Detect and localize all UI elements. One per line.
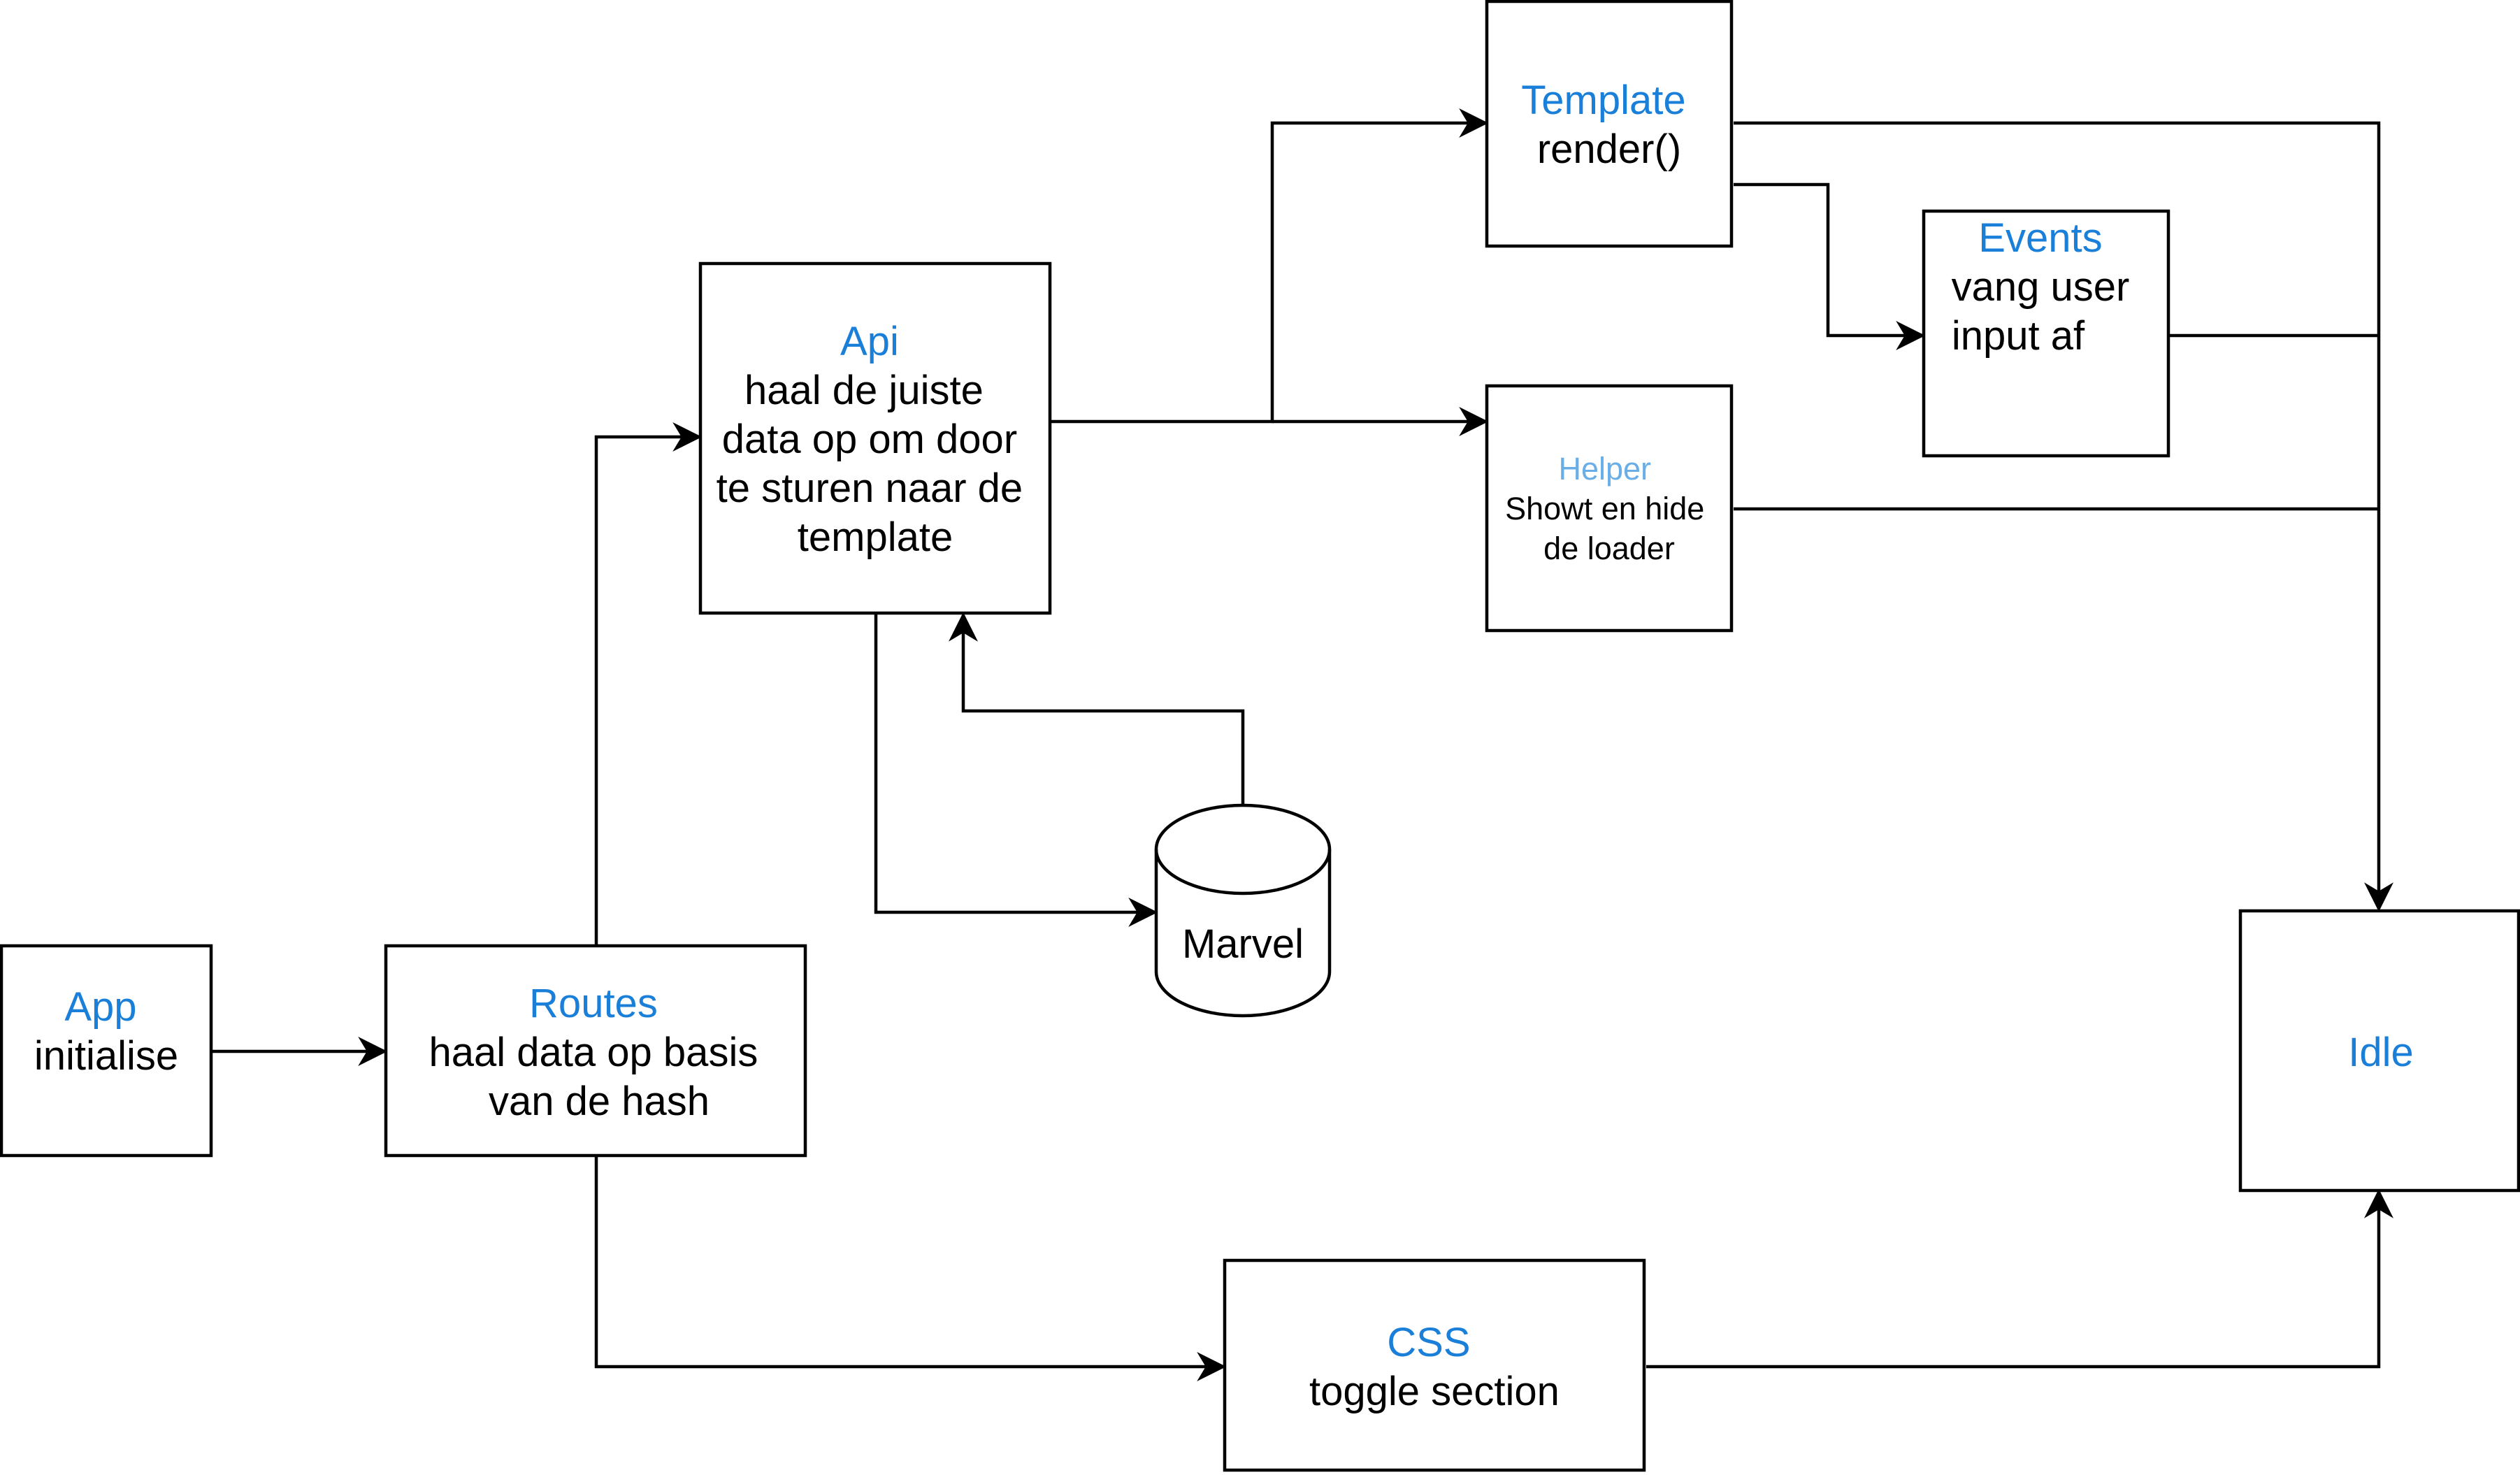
edge-routes-api [594, 422, 703, 945]
node-app-line-1: initialise [34, 1033, 178, 1079]
edge-marvel-api [949, 612, 1245, 805]
edge-css-idle [1646, 1188, 2393, 1369]
svg-text:Events vang user i: Events vang user input af [1952, 215, 2141, 359]
node-routes-line-1: haal data op basis [429, 1030, 758, 1075]
node-api: Api haal de juiste data op om door te st… [698, 261, 1052, 615]
svg-text:Routes haal data op basi: Routes haal data op basis van de hash [429, 981, 770, 1124]
node-events-line-1: vang user [1952, 264, 2130, 310]
edge-api-marvel [874, 614, 1158, 927]
node-api-line-3: te sturen naar de [717, 466, 1023, 511]
svg-text:Api haal de juiste: Api haal de juiste data op om door te st… [717, 319, 1035, 560]
node-app-title: App [64, 984, 136, 1030]
node-api-line-1: haal de juiste [744, 368, 984, 413]
edge-api-template [1051, 108, 1489, 424]
svg-text:CSS toggle section: CSS toggle section [1309, 1320, 1560, 1414]
node-app: App initialise [0, 944, 213, 1158]
node-api-line-2: data op om door [722, 417, 1017, 462]
node-template: Template render() [1485, 0, 1734, 248]
node-css-line-1: toggle section [1309, 1369, 1560, 1414]
node-events-title: Events [1978, 215, 2102, 261]
node-idle: Idle [2238, 909, 2520, 1193]
node-routes-title: Routes [529, 981, 658, 1026]
svg-text:Helper Showt en hide: Helper Showt en hide de loader [1505, 451, 1713, 566]
node-api-title: Api [840, 319, 899, 364]
svg-text:Idle: Idle [2348, 1030, 2414, 1075]
node-events-line-2: input af [1952, 313, 2085, 359]
node-helper-line-1: Showt en hide [1505, 491, 1704, 526]
edge-template-idle [1734, 121, 2393, 912]
svg-text:Marvel: Marvel [1182, 921, 1304, 967]
node-marvel-label: Marvel [1182, 921, 1304, 967]
node-css: CSS toggle section [1223, 1258, 1646, 1472]
node-helper-title: Helper [1558, 451, 1651, 487]
node-template-line-1: render() [1537, 127, 1681, 172]
node-routes-line-2: van de hash [489, 1079, 710, 1124]
connectors [211, 108, 2393, 1381]
node-routes: Routes haal data op basis van de hash [384, 944, 807, 1158]
svg-text:Template render(): Template render() [1521, 78, 1697, 172]
node-events: Events vang user input af [1922, 209, 2170, 458]
node-helper-line-2: de loader [1543, 531, 1675, 566]
node-idle-title: Idle [2348, 1030, 2414, 1075]
node-css-title: CSS [1387, 1320, 1470, 1365]
svg-text:App initialise: App initialise [34, 984, 178, 1079]
node-marvel: Marvel [1154, 803, 1332, 1018]
node-api-line-4: template [798, 515, 953, 560]
node-template-title: Template [1521, 78, 1685, 123]
edge-template-events [1734, 182, 1926, 350]
edge-routes-css [594, 1157, 1227, 1381]
node-helper: Helper Showt en hide de loader [1485, 384, 1734, 633]
